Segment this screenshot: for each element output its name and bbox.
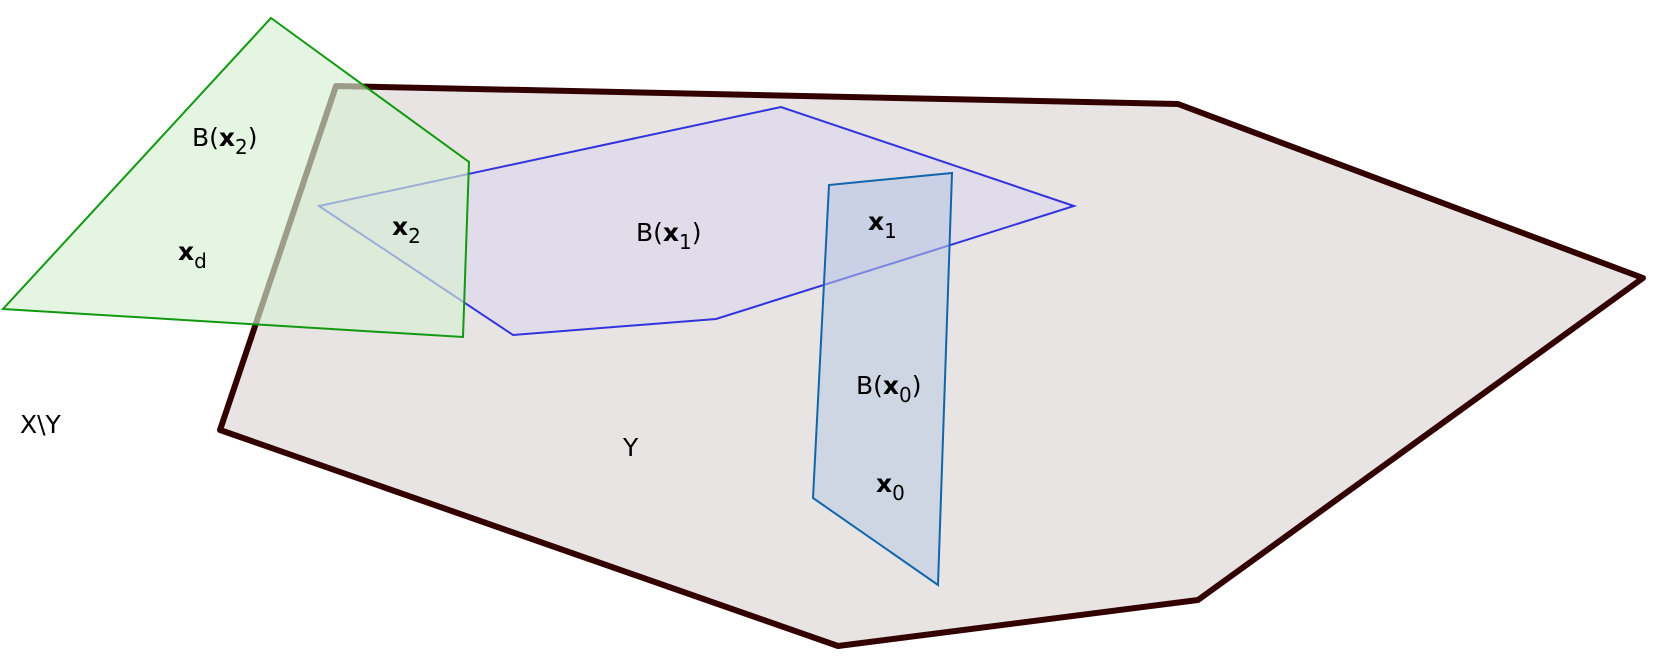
label-X-minus-Y: X\Y [20, 410, 62, 439]
label-x-2: x2 [392, 212, 421, 248]
label-x-d: xd [178, 237, 207, 273]
label-x-1: x1 [868, 207, 897, 243]
neighborhood-B-x0 [811, 171, 954, 587]
label-B-x1: B(x1) [636, 218, 702, 254]
neighborhood-B-x2 [0, 16, 471, 339]
label-B-x2: B(x2) [192, 123, 258, 159]
label-B-x0: B(x0) [856, 371, 922, 407]
label-x-0: x0 [876, 469, 905, 505]
label-Y: Y [622, 433, 639, 462]
